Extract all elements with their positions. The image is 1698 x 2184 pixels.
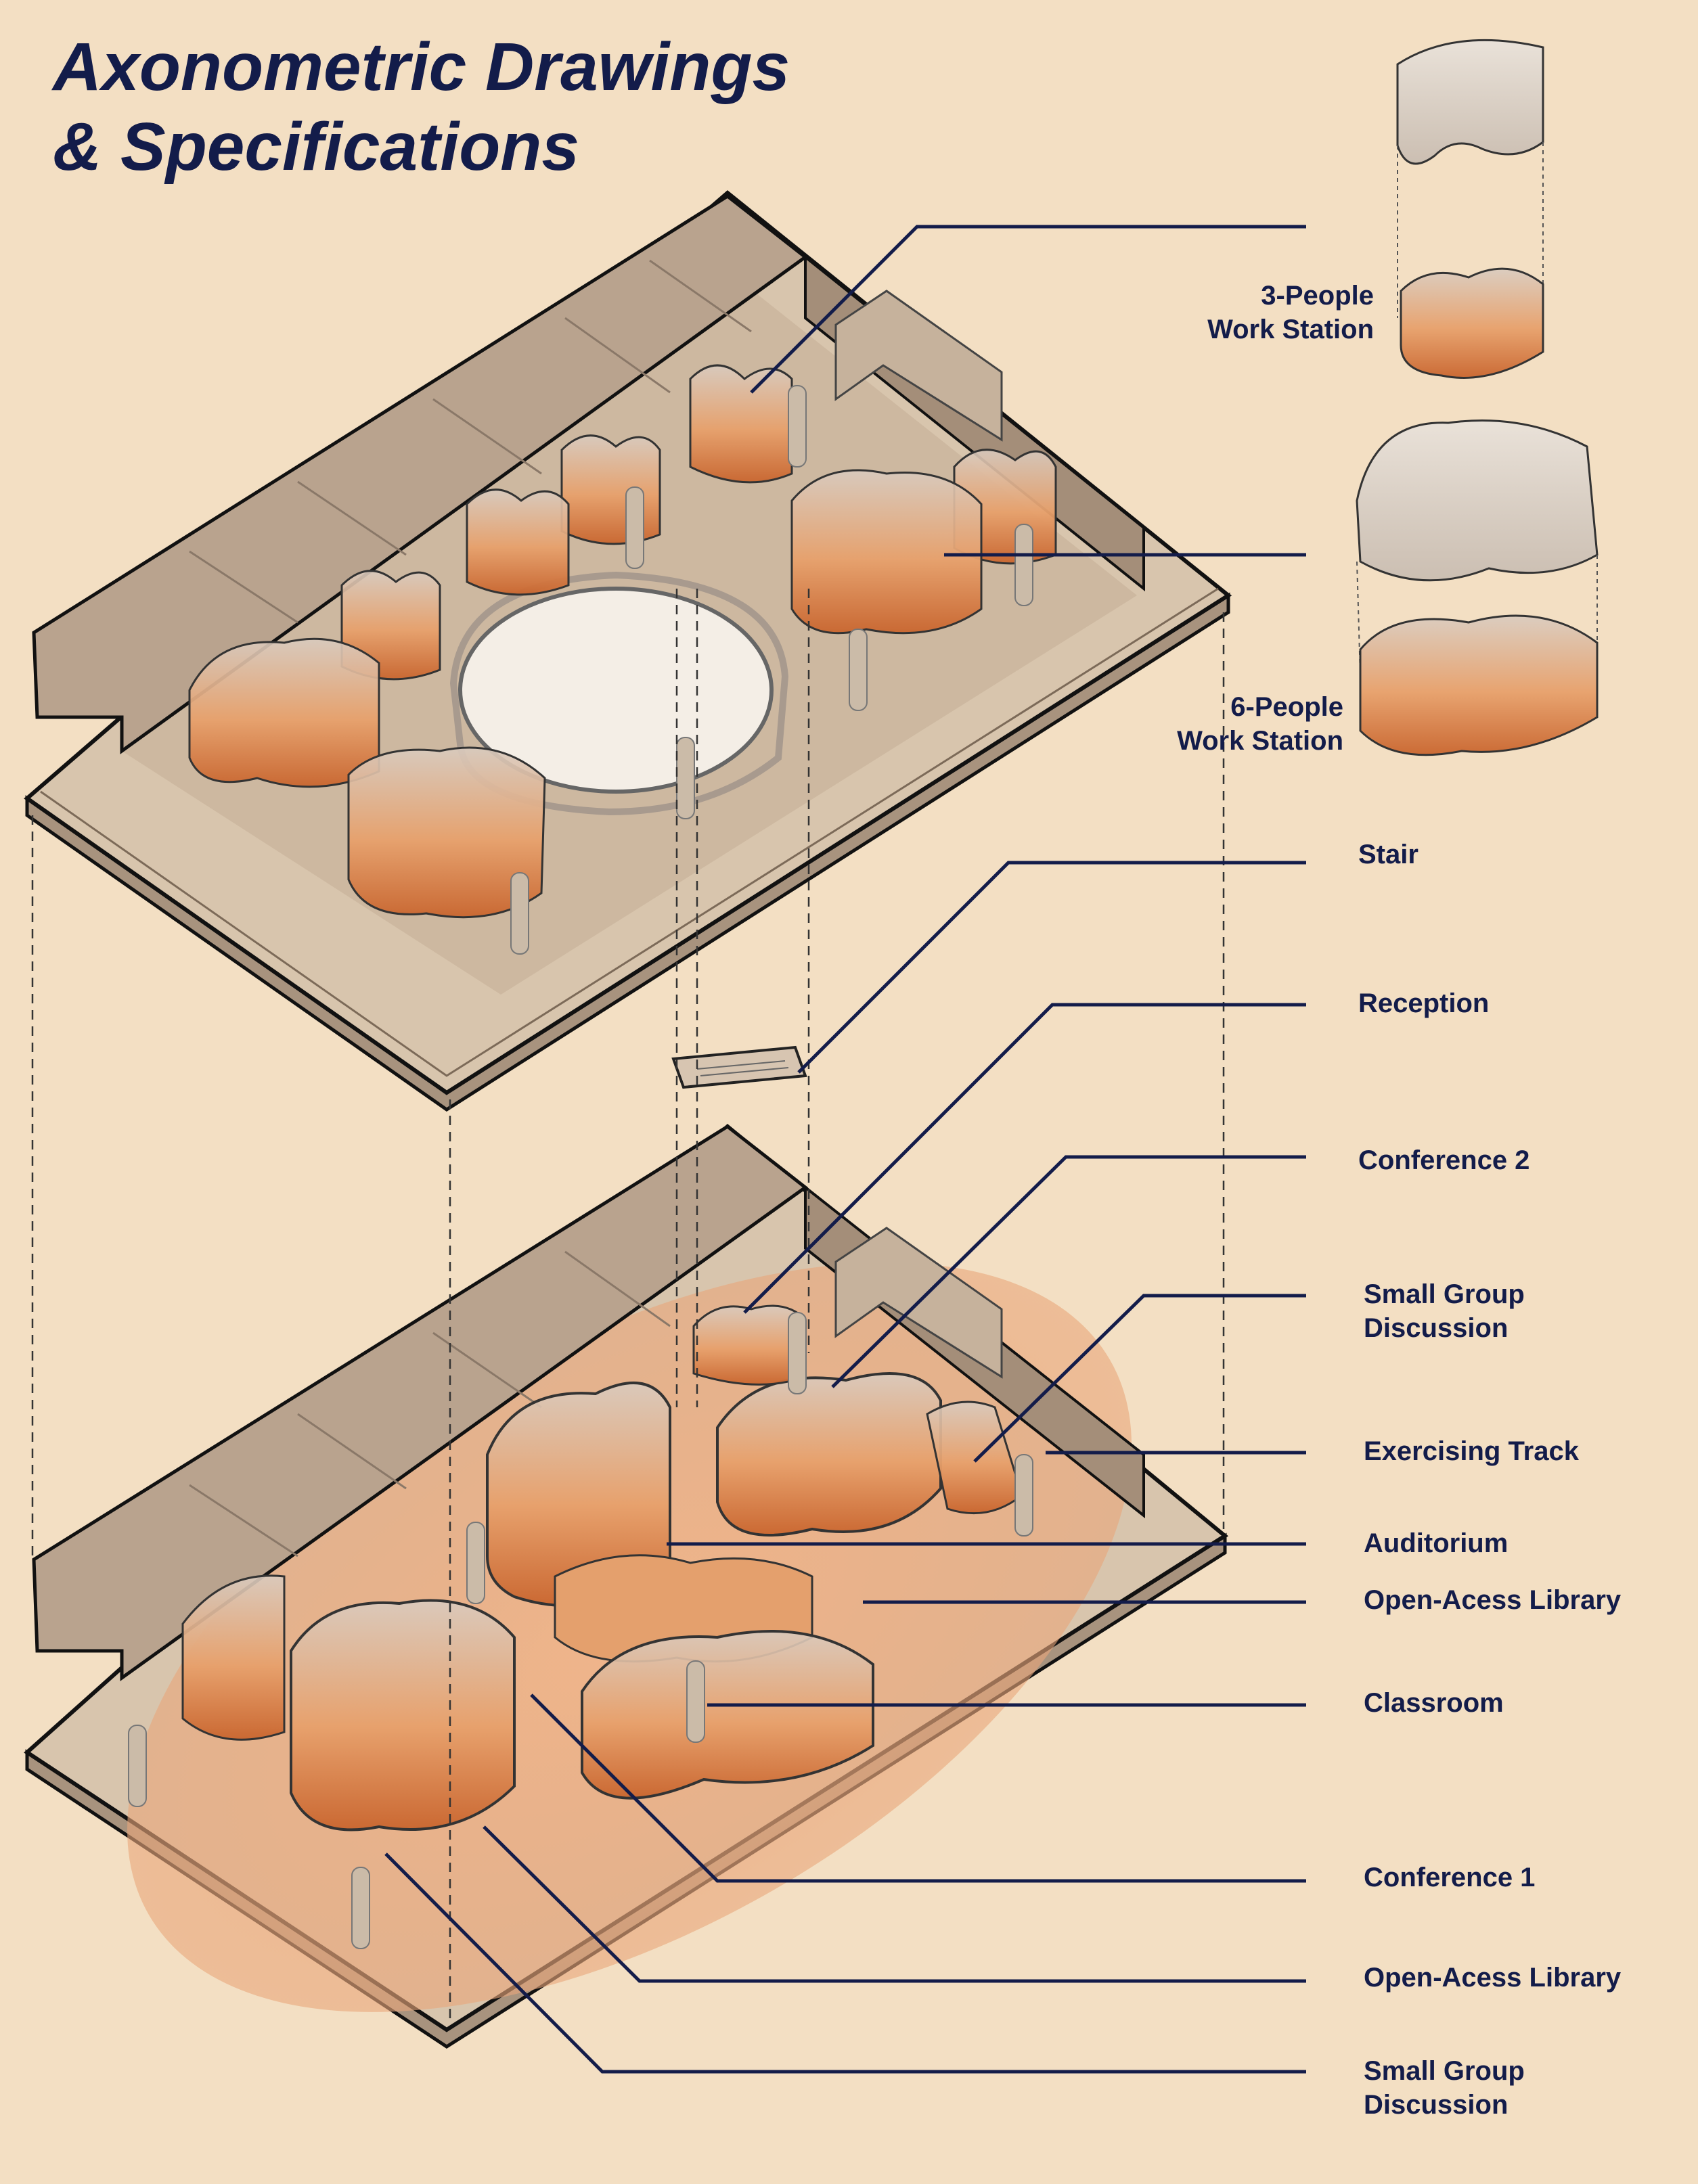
leader-open-access-library-lower [483,1825,1306,1983]
leader-lines [384,225,1306,2074]
leader-small-group-discussion-lower [384,1852,1306,2074]
upper-stair-core [834,290,1003,442]
detail-3-people-workstation [1396,39,1544,379]
label-open-access-library-upper: Open-Acess Library [1364,1585,1622,1615]
upper-pods-large [188,469,983,919]
upper-columns [510,385,1033,955]
title-line-2: & Specifications [53,109,579,185]
upper-railing [40,587,1219,1077]
label-open-access-library-lower: Open-Acess Library [1364,1963,1622,1993]
leader-conference-1 [530,1693,1306,1883]
label-conference-2: Conference 2 [1358,1145,1530,1175]
label-small-group-discussion-lower: Small Group Discussion [1364,2056,1525,2120]
page-title: Axonometric Drawings & Specifications [53,27,790,187]
upper-atrium-opening [458,587,774,794]
lower-floor-plan [24,1124,1229,2049]
label-exercising-track: Exercising Track [1364,1436,1579,1466]
leader-conference-2 [831,1155,1306,1388]
detail-6-people-workstation [1356,419,1599,756]
upper-room-partitions [189,259,752,624]
projection-lines [31,589,1225,2023]
lower-room-auditorium [486,1382,671,1608]
leader-stair [797,861,1306,1074]
label-reception: Reception [1358,988,1490,1018]
label-conference-1: Conference 1 [1364,1863,1536,1892]
label-auditorium: Auditorium [1364,1528,1509,1558]
lower-room-classroom [581,1630,874,1800]
lower-room-library-left [181,1574,286,1741]
lower-room-partitions [189,1250,671,1557]
lower-back-wall [32,1124,809,1681]
label-small-group-discussion-upper: Small Group Discussion [1364,1279,1525,1343]
label-6-people-workstation: 6-People Work Station [1177,692,1343,756]
title-line-1: Axonometric Drawings [53,29,790,105]
lower-room-conference-1 [290,1599,516,1832]
label-stair: Stair [1358,840,1418,869]
lower-columns [128,1312,1033,1949]
stair-element [671,1045,807,1089]
upper-back-wall [32,194,809,754]
leader-reception [743,1003,1306,1314]
upper-floor-plan [24,190,1232,1112]
label-classroom: Classroom [1364,1688,1504,1718]
leader-3-people-workstation [750,225,1306,394]
leader-small-group-discussion-upper [973,1294,1306,1463]
lower-room-conference-2 [716,1372,942,1537]
label-3-people-workstation: 3-People Work Station [1207,281,1374,344]
